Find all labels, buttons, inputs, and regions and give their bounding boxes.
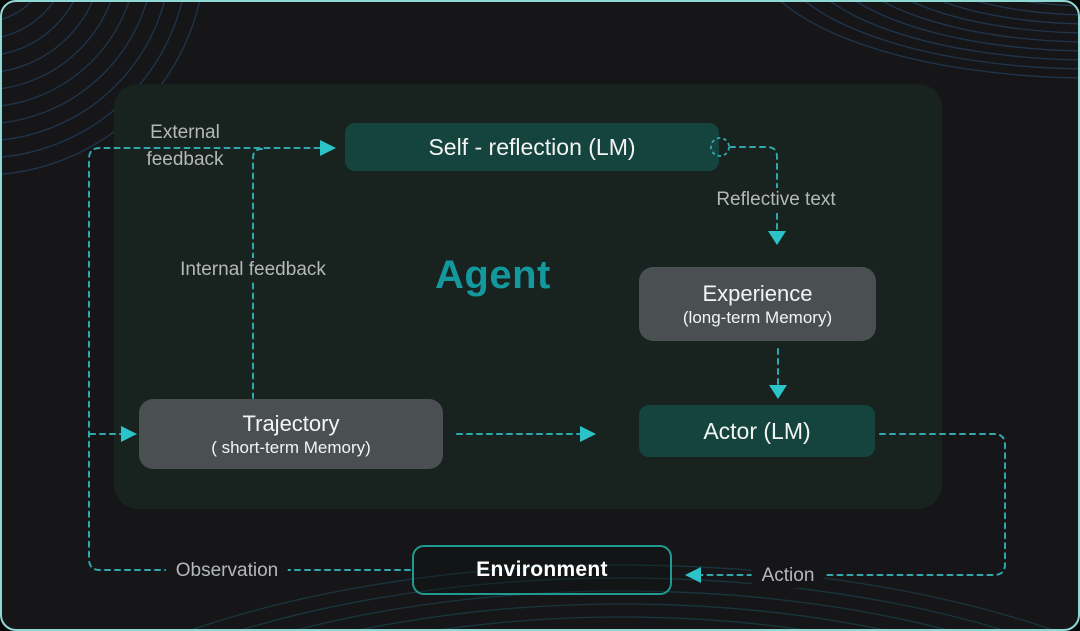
observation-label: Observation (165, 559, 289, 583)
internal-feedback-label: Internal feedback (172, 258, 334, 282)
self-reflection-label: Self - reflection (LM) (428, 133, 636, 160)
environment-label: Environment (476, 558, 608, 581)
actor-label: Actor (LM) (703, 417, 811, 444)
agent-title: Agent (435, 253, 551, 297)
experience-subtitle: (long-term Memory) (682, 308, 833, 328)
actor-node: Actor (LM) (639, 405, 875, 457)
trajectory-node: Trajectory ( short-term Memory) (139, 399, 443, 469)
trajectory-subtitle: ( short-term Memory) (211, 438, 371, 458)
external-feedback-label: External feedback (146, 122, 224, 170)
self-reflection-node: Self - reflection (LM) (345, 123, 719, 171)
environment-input-arrowhead (685, 567, 701, 583)
top-right-arcs-decoration (780, 2, 1078, 79)
environment-node: Environment (412, 545, 672, 595)
experience-node: Experience (long-term Memory) (639, 267, 876, 341)
action-label: Action (751, 564, 825, 588)
experience-title: Experience (702, 280, 813, 306)
trajectory-title: Trajectory (242, 410, 340, 436)
reflective-text-label: Reflective text (708, 188, 844, 212)
